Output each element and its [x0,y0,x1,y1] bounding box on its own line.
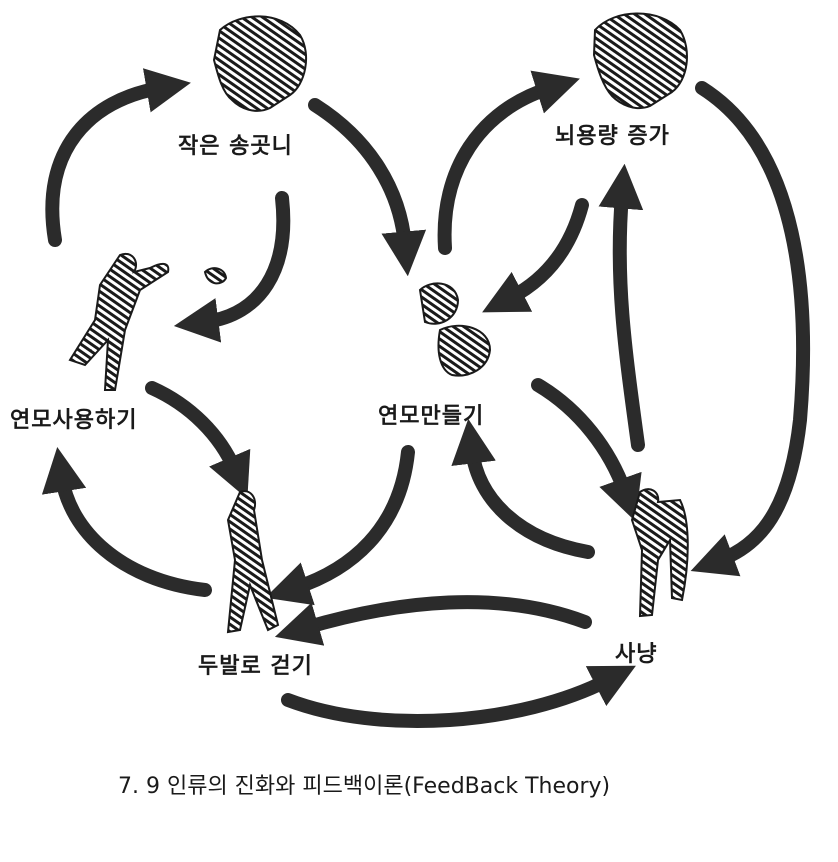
arrow-canine-to-tooluse [173,191,291,343]
node-tool-making: 연모만들기 [378,404,485,429]
node-brain-increase: 뇌용량 증가 [555,124,670,149]
arrow-hunting-to-toolmaking [451,418,595,559]
arrow-hunting-to-bipedal [274,595,592,646]
node-small-canine: 작은 송곳니 [178,134,293,159]
skull-icon-brain [592,12,688,110]
arrow-toolmaking-to-hunting [531,378,642,522]
stone-icon [203,267,228,285]
arrow-hunting-to-brain [598,163,645,452]
arrow-tooluse-to-bipedal [145,381,251,499]
figure-icon-hunting [630,488,689,618]
arrow-toolmaking-to-bipedal [265,445,415,606]
arrow-brain-to-hunting [690,81,811,577]
arrow-canine-to-toolmaking [308,98,427,277]
arrow-toolmaking-to-brain [437,70,580,255]
node-tool-use: 연모사용하기 [10,408,138,433]
arrow-brain-to-toolmaking [482,198,589,313]
figure-icon-bipedal [226,490,280,634]
arrow-bipedal-to-tooluse [41,447,212,597]
figure-caption: 7. 9 인류의 진화와 피드백이론(FeedBack Theory) [118,774,611,799]
hands-icon-toolmaking [418,282,492,377]
skull-icon-canine [212,15,308,112]
arrow-tooluse-to-canine [45,68,191,247]
node-bipedal: 두발로 걷기 [198,654,313,679]
node-hunting: 사냥 [615,642,658,667]
arrow-bipedal-to-hunting [281,665,636,729]
figure-icon-tooluse [68,252,170,391]
